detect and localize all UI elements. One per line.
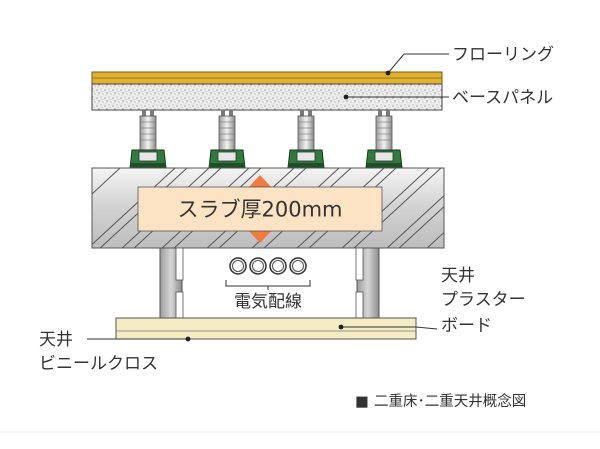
ceiling-board-label-1: 天井 [441, 266, 475, 286]
floor-support [129, 110, 167, 169]
wiring-conduits [225, 257, 311, 290]
ceiling-hanger-right [355, 247, 380, 319]
floor-support [208, 110, 246, 169]
leader-lines [87, 53, 449, 340]
conduit-icon [229, 257, 247, 275]
flooring-label: フローリング [452, 45, 554, 65]
ceiling-cloth-label-1: 天井 [39, 330, 73, 350]
conduit-icon [249, 257, 267, 275]
floor-support [365, 110, 403, 169]
ceiling-plaster-board [115, 317, 417, 340]
slab-label-box [137, 186, 383, 232]
slab-thickness-label: スラブ厚200mm [178, 198, 343, 222]
wiring-label: 電気配線 [234, 292, 302, 312]
arrow-up-icon [248, 175, 272, 188]
caption-marker: ■ [355, 394, 369, 410]
floor-support [287, 110, 325, 169]
caption-title: 二重床･二重天井概念図 [374, 392, 526, 410]
conduit-icon [289, 257, 307, 275]
ceiling-hanger-left [159, 247, 184, 319]
ceiling-cloth-label-2: ビニールクロス [39, 354, 158, 374]
floor-supports [129, 110, 403, 169]
leader-dots [185, 70, 391, 342]
ceiling-board-label-2: プラスター [441, 290, 526, 310]
conduit-icon [269, 257, 287, 275]
base-panel-label: ベースパネル [452, 88, 553, 108]
ceiling-board-label-3: ボード [441, 316, 492, 336]
arrow-down-icon [248, 230, 272, 243]
